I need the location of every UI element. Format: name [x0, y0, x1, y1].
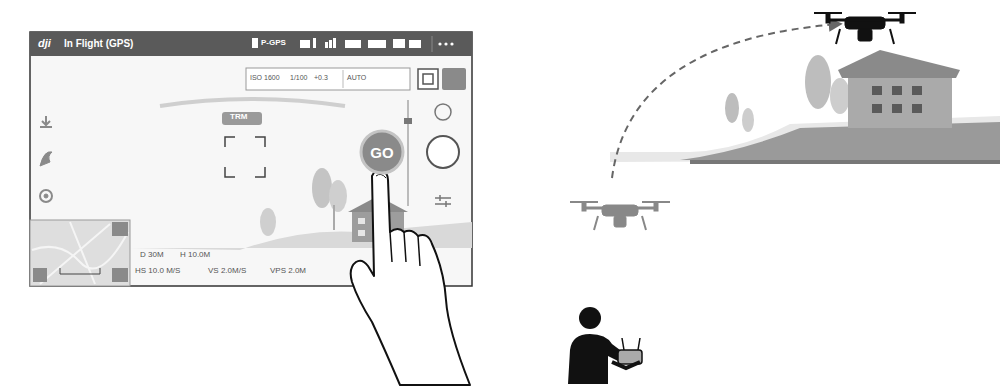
camera-setting: ISO 1600: [250, 74, 280, 82]
hand: [351, 170, 470, 385]
mode-tag: TRM: [230, 113, 247, 122]
camera-setting: +0.3: [314, 74, 328, 82]
go-button: GO: [359, 129, 405, 175]
drone: [814, 13, 916, 44]
telemetry: D 30M: [140, 251, 164, 260]
app-screen: [30, 32, 472, 286]
landscape: [610, 50, 1000, 164]
telemetry: H 10.0M: [180, 251, 210, 260]
app-logo: dji: [38, 37, 51, 49]
camera-setting: 1/100: [290, 74, 308, 82]
telemetry: VPS 2.0M: [270, 267, 306, 276]
flight-path: [612, 24, 840, 178]
button-label: GO: [370, 144, 393, 161]
button-circle: [361, 131, 403, 173]
telemetry: HS 10.0 M/S: [135, 267, 180, 276]
drone: [570, 202, 670, 230]
flight-status: In Flight (GPS): [64, 38, 133, 49]
telemetry: VS 2.0M/S: [208, 267, 246, 276]
pilot: [568, 307, 642, 384]
gps-mode: P-GPS: [261, 39, 286, 48]
camera-setting: AUTO: [347, 74, 366, 82]
